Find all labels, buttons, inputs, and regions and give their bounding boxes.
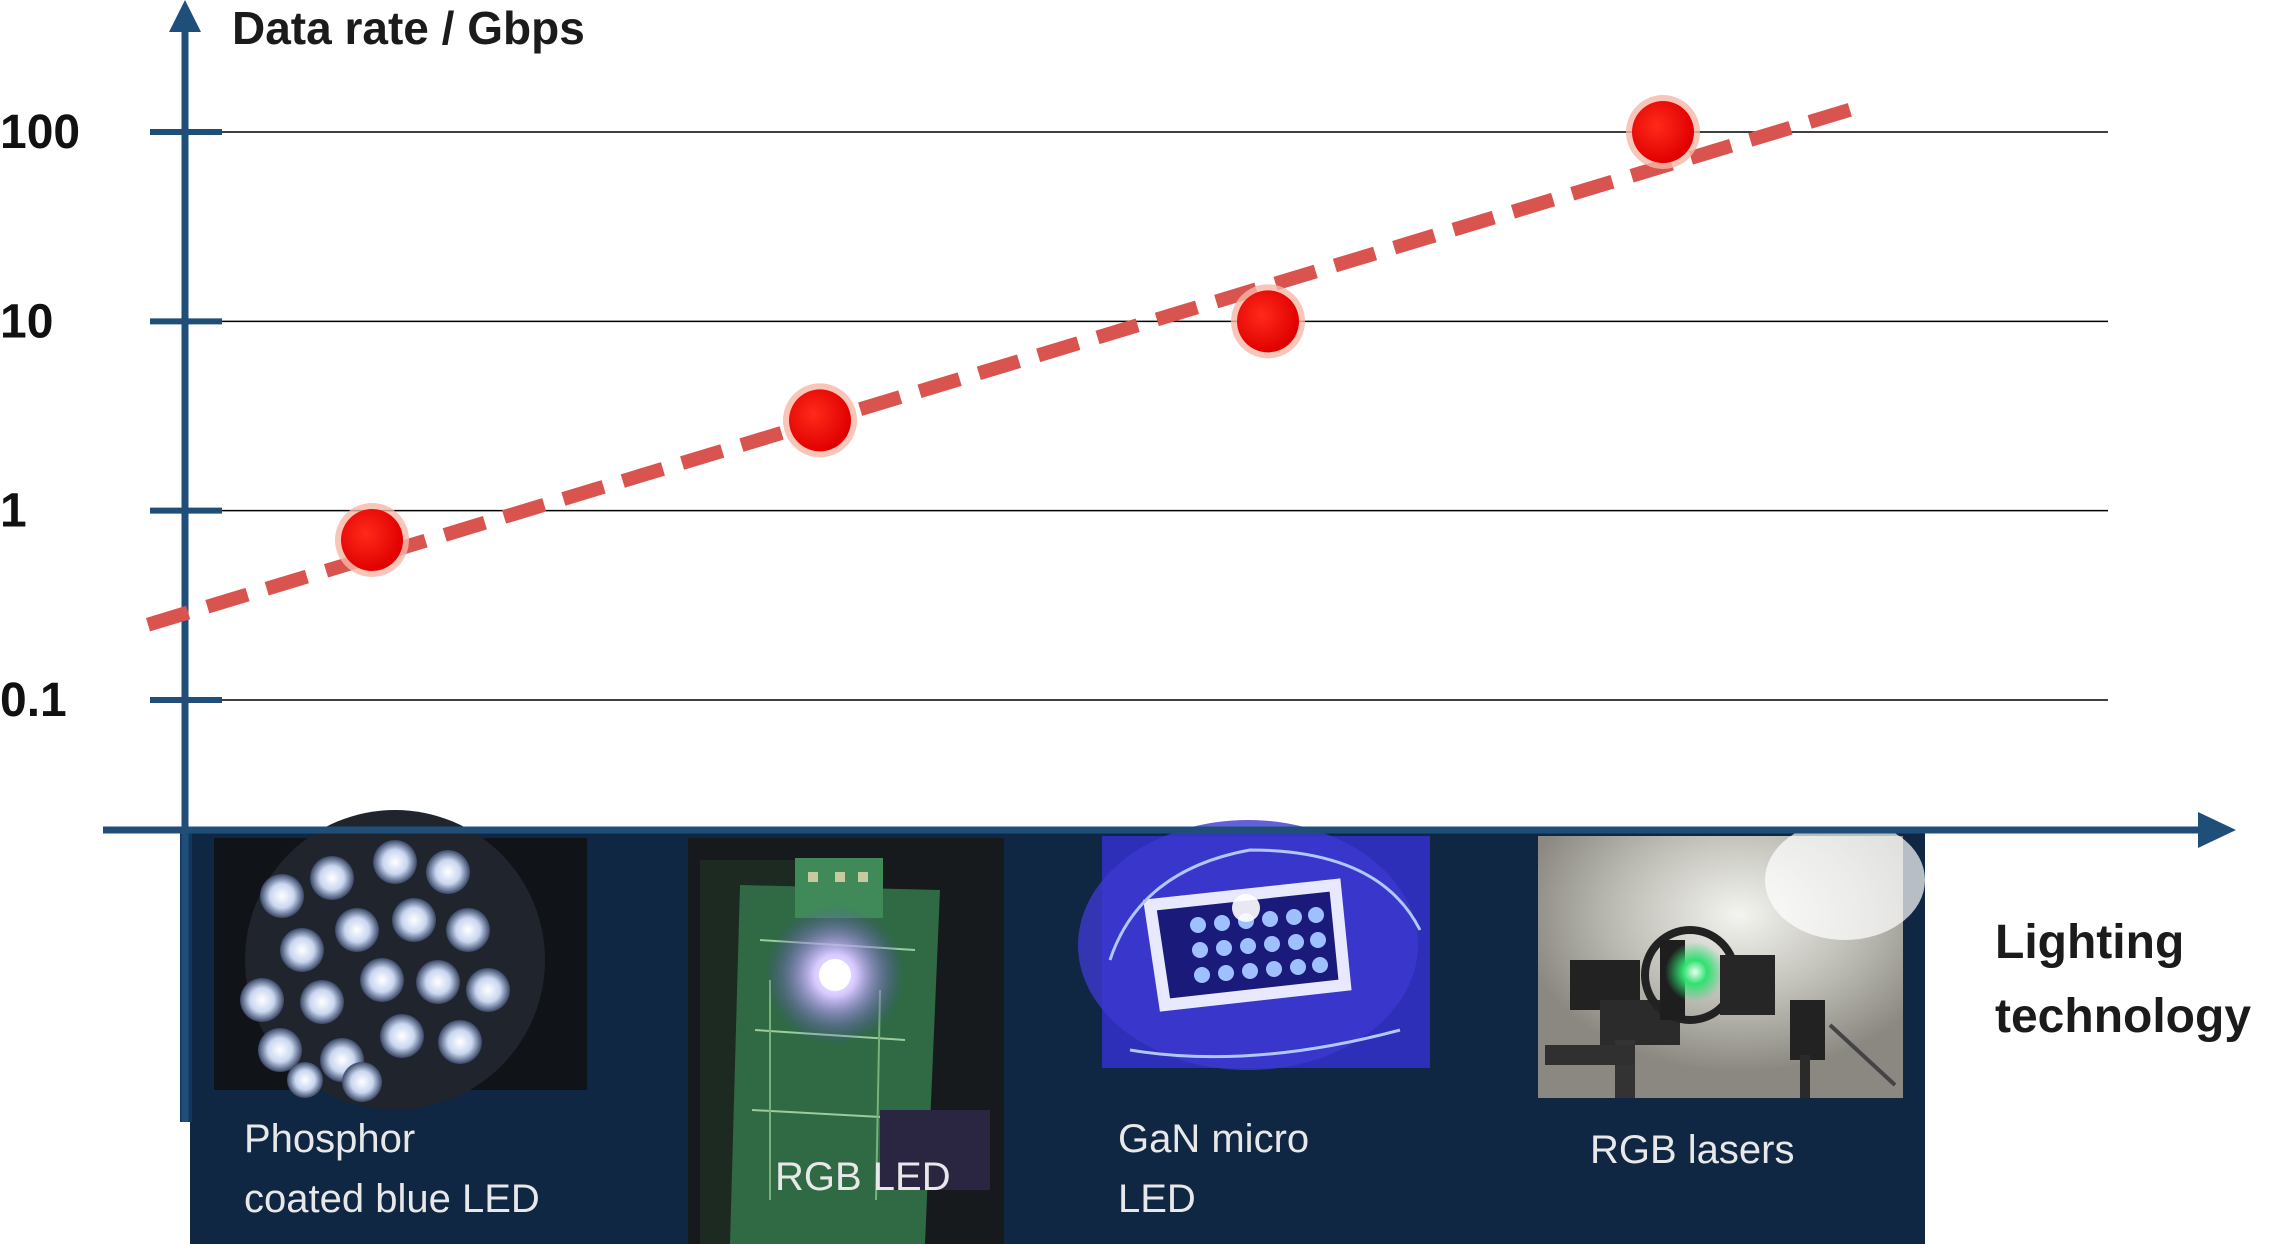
data-point [1237,290,1299,353]
gridlines [200,131,2108,701]
category-label: RGB LED [775,1155,951,1199]
y-tick-label: 1 [0,485,27,538]
trend-line-group [145,97,1871,632]
category-label: coated blue LED [244,1177,540,1221]
category-label: Phosphor [244,1117,415,1161]
led-cluster-photo [214,810,587,1110]
y-tick-label: 0.1 [0,674,67,727]
data-point [789,389,851,452]
category-label: LED [1118,1177,1196,1221]
x-axis-arrowhead [2198,812,2236,848]
rgb-laser-setup-photo [1538,820,1925,1098]
trend-line [145,97,1871,632]
x-axis-title-line-2: technology [1995,990,2251,1043]
y-axis-arrowhead [169,0,201,32]
y-axis-ticks: 100 10 1 0.1 [0,106,222,727]
data-points [335,95,1700,577]
data-point [341,508,403,571]
rgb-led-board-photo [688,838,1004,1244]
y-axis-title: Data rate / Gbps [232,2,585,54]
y-tick-label: 100 [0,106,80,159]
y-tick-label: 10 [0,295,53,348]
category-labels: Phosphor coated blue LED RGB LED GaN microL… [244,1117,1795,1221]
category-label: GaN micro [1118,1117,1309,1161]
category-label: RGB lasers [1590,1128,1795,1172]
x-axis-title-line-1: Lighting [1995,916,2184,969]
gan-micro-led-photo [1078,820,1430,1070]
data-point [1632,101,1694,163]
